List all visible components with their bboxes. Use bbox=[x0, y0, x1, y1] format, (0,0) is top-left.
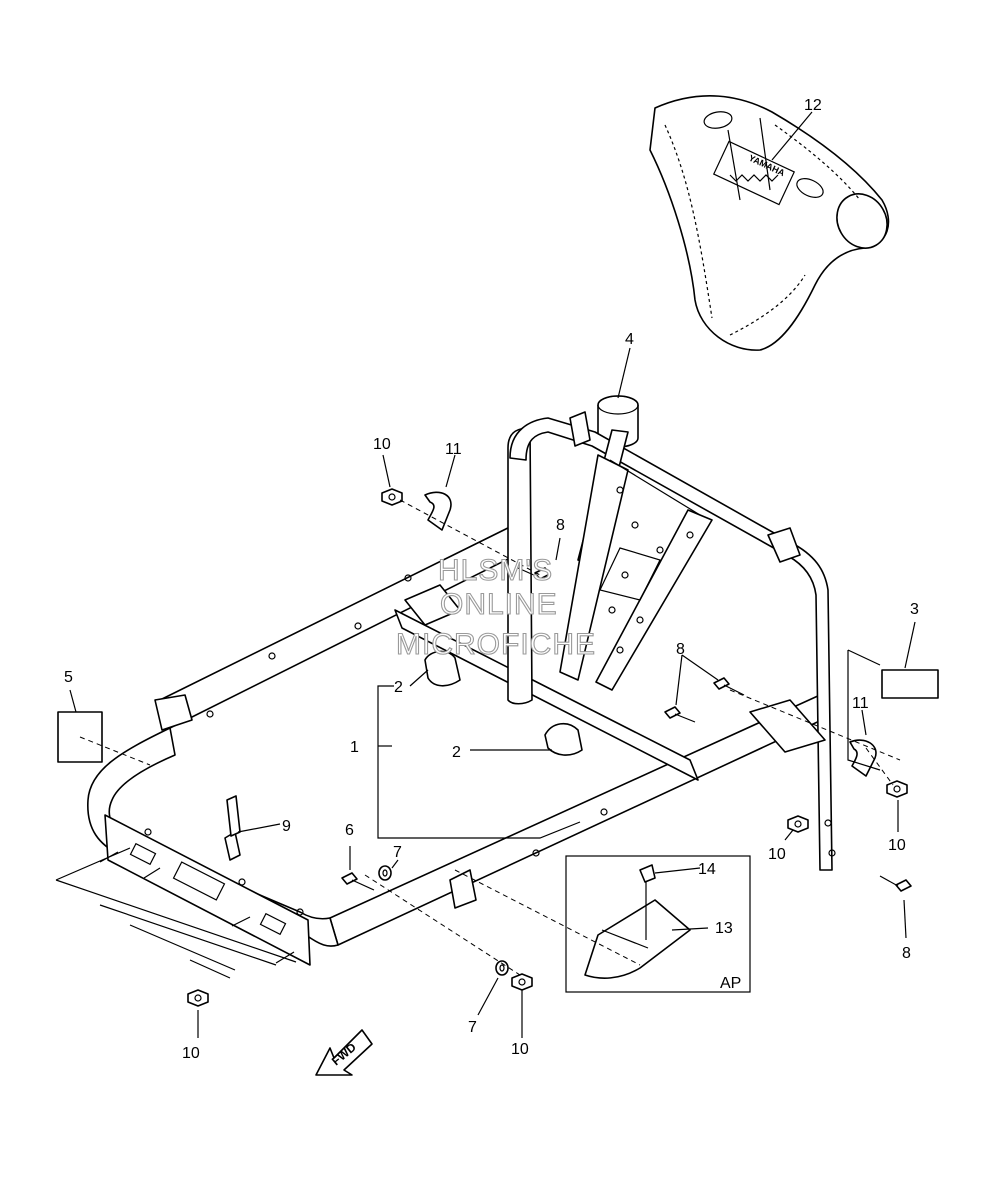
callout-12: 12 bbox=[804, 97, 822, 114]
callout-1: 1 bbox=[350, 739, 359, 756]
callout-10-bottom: 10 bbox=[511, 1041, 529, 1058]
callout-2-lower: 2 bbox=[452, 744, 461, 761]
callout-9: 9 bbox=[282, 818, 291, 835]
decal-5 bbox=[57, 711, 103, 763]
callout-10-right: 10 bbox=[888, 837, 906, 854]
watermark-line-3: MICROFICHE bbox=[396, 628, 596, 661]
callout-13: 13 bbox=[715, 920, 733, 937]
callout-11-top: 11 bbox=[445, 441, 462, 458]
watermark: HLSM'S ONLINE MICROFICHE bbox=[395, 553, 596, 661]
inset-label: AP bbox=[720, 975, 741, 992]
callout-8-right: 8 bbox=[676, 641, 685, 658]
callout-4: 4 bbox=[625, 331, 634, 348]
callout-8-bottom: 8 bbox=[902, 945, 911, 962]
callout-11-right: 11 bbox=[852, 695, 869, 712]
fwd-arrow-icon bbox=[315, 1029, 373, 1076]
hardware-illustrations bbox=[57, 488, 939, 1007]
callout-8-top: 8 bbox=[556, 517, 565, 534]
watermark-line-1: HLSM'S bbox=[438, 554, 553, 587]
frame-illustration bbox=[87, 411, 836, 966]
callout-7-lower: 7 bbox=[468, 1019, 477, 1036]
callout-6: 6 bbox=[345, 822, 354, 839]
watermark-line-2: ONLINE bbox=[440, 588, 558, 621]
callout-10-top: 10 bbox=[373, 436, 391, 453]
callout-2-upper: 2 bbox=[394, 679, 403, 696]
forward-direction-indicator: FWD bbox=[315, 1029, 373, 1076]
callout-numbers: 12 4 10 11 8 3 8 5 2 11 1 2 9 6 7 10 10 … bbox=[64, 97, 919, 1062]
handlebar-pad-illustration: YAMAHA bbox=[649, 95, 890, 351]
callout-10-mid: 10 bbox=[768, 846, 786, 863]
callout-7-upper: 7 bbox=[393, 844, 402, 861]
callout-5: 5 bbox=[64, 669, 73, 686]
decal-3 bbox=[881, 669, 939, 699]
callout-10-bottom-left: 10 bbox=[182, 1045, 200, 1062]
leader-lines bbox=[55, 111, 916, 1038]
callout-14: 14 bbox=[698, 861, 716, 878]
inset-box: AP bbox=[565, 855, 751, 993]
callout-3: 3 bbox=[910, 601, 919, 618]
